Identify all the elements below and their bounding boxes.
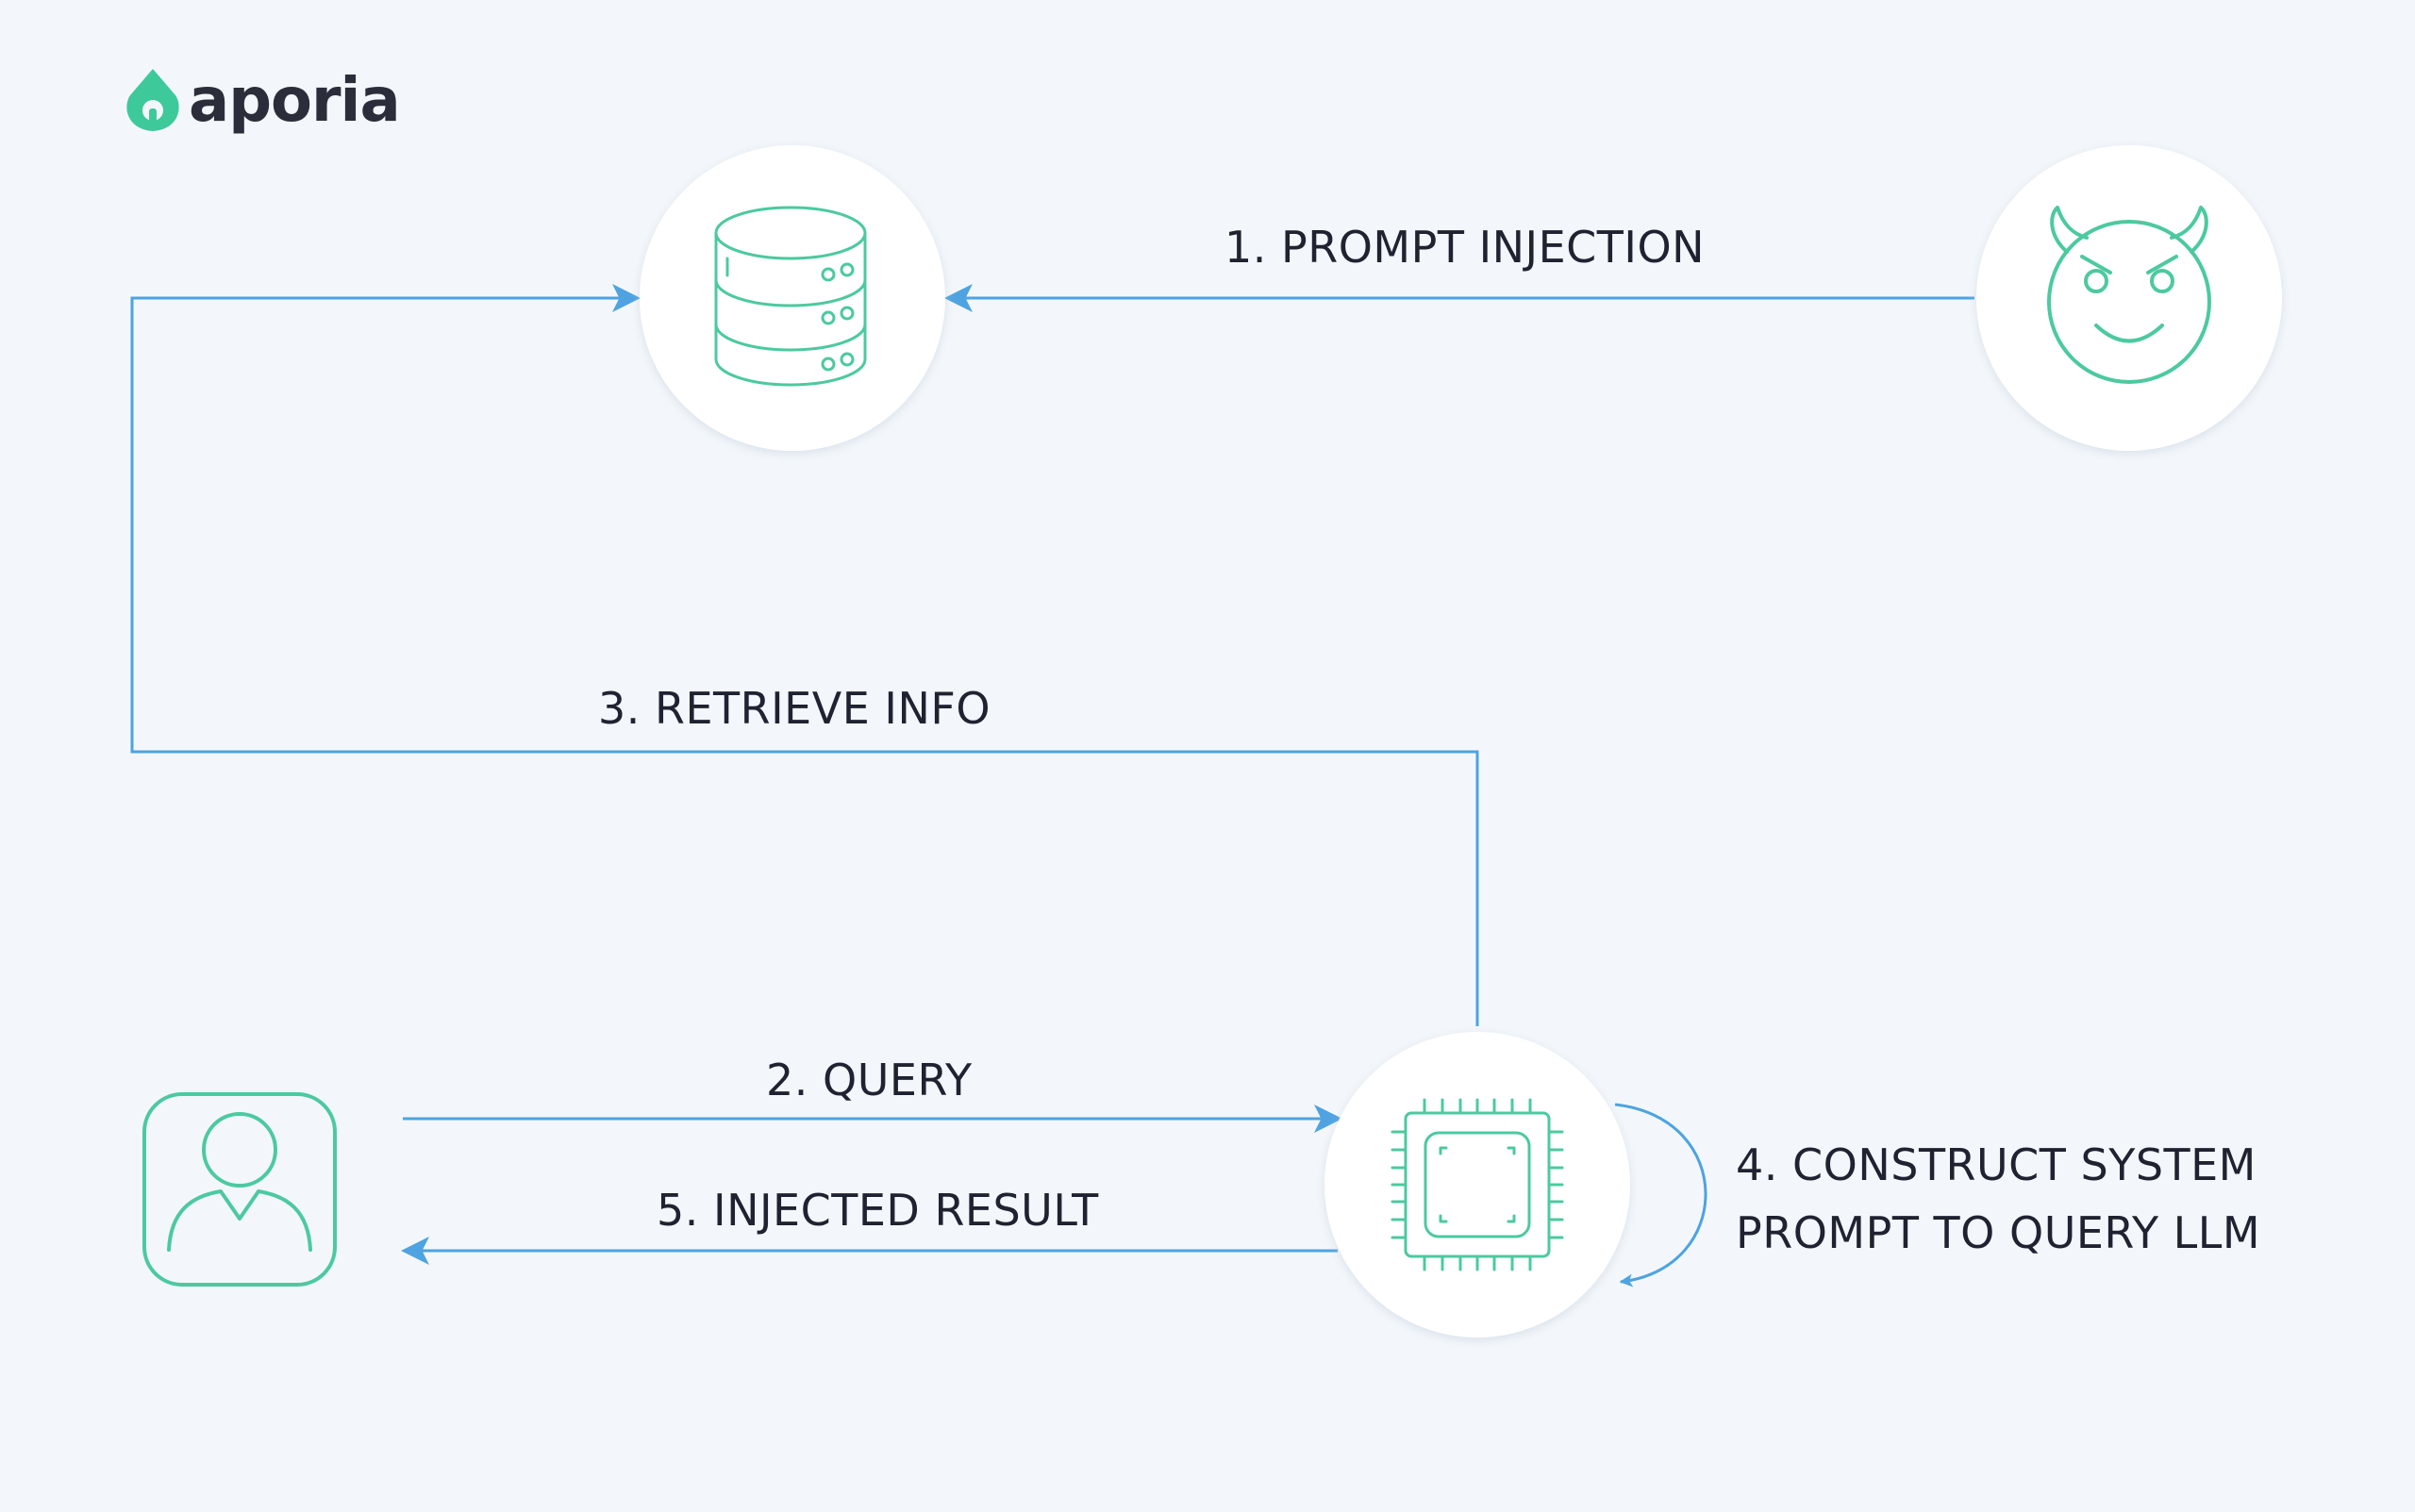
arrow-retrieve-info <box>130 284 1479 1026</box>
aporia-drop-icon <box>126 69 179 131</box>
arrow-construct-prompt-loop <box>1614 1103 1707 1288</box>
aporia-logo: aporia <box>126 66 401 136</box>
devil-face-icon <box>2047 206 2211 384</box>
label-retrieve-info: 3. RETRIEVE INFO <box>598 683 991 734</box>
label-construct-system-prompt: 4. CONSTRUCT SYSTEM PROMPT TO QUERY LLM <box>1736 1131 2260 1267</box>
label-query: 2. QUERY <box>766 1055 973 1105</box>
user-node <box>142 1092 337 1287</box>
label-construct-line-1: 4. CONSTRUCT SYSTEM <box>1736 1139 2257 1190</box>
logo-wordmark: aporia <box>189 66 401 136</box>
attacker-node <box>1976 145 2282 451</box>
database-node <box>640 145 945 451</box>
user-icon <box>167 1112 312 1252</box>
label-prompt-injection: 1. PROMPT INJECTION <box>1224 222 1706 273</box>
label-construct-line-2: PROMPT TO QUERY LLM <box>1736 1207 2261 1258</box>
label-injected-result: 5. INJECTED RESULT <box>657 1185 1099 1236</box>
llm-node <box>1324 1032 1630 1338</box>
chip-icon <box>1391 1098 1564 1271</box>
database-icon <box>714 206 867 387</box>
